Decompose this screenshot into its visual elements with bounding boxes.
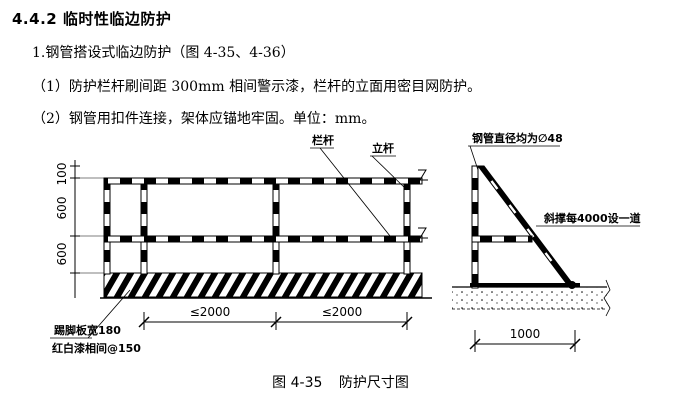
guardrail-figure: 100 600 600 ≤2000 ≤2000 栏杆 立杆 踢脚板宽180 红白… — [50, 131, 641, 355]
label-brace: 斜撑每4000设一道 — [543, 211, 641, 225]
brace — [478, 166, 575, 287]
label-toe-board-paint: 红白漆相间@150 — [52, 341, 141, 355]
label-toe-board-width: 踢脚板宽180 — [54, 323, 121, 337]
label-rail: 栏杆 — [312, 133, 334, 147]
dim-mid: 600 — [55, 197, 69, 220]
toe-board-leader — [87, 289, 131, 339]
mid-rail — [103, 235, 423, 243]
post — [140, 177, 148, 275]
elevation-view: 100 600 600 ≤2000 ≤2000 栏杆 立杆 踢脚板宽180 红白… — [50, 133, 432, 355]
dim-span-2: ≤2000 — [322, 305, 363, 319]
rail-leader — [319, 147, 391, 237]
paragraph-item-2: （2）钢管用扣件连接，架体应锚地牢固。单位：mm。 — [32, 111, 376, 127]
section-heading: 4.4.2 临时性临边防护 — [12, 10, 172, 28]
post-leader — [371, 155, 408, 191]
side-view: 钢管直径均为∅48 斜撑每4000设一道 1000 — [452, 131, 641, 352]
label-pipe-diameter: 钢管直径均为∅48 — [472, 131, 563, 145]
post — [103, 177, 111, 275]
break-symbol — [418, 169, 428, 239]
side-rail — [471, 235, 533, 243]
label-post: 立杆 — [372, 141, 394, 155]
dim-base: 1000 — [510, 327, 541, 341]
caption-title: 防护尺寸图 — [338, 375, 409, 391]
post — [403, 177, 411, 275]
top-rail — [103, 177, 423, 185]
dim-span-1: ≤2000 — [190, 305, 231, 319]
paragraph-intro: 1.钢管搭设式临边防护（图 4-35、4-36） — [32, 45, 295, 61]
side-post — [471, 165, 479, 289]
caption-number: 图 4-35 — [272, 375, 323, 391]
dim-low: 600 — [55, 243, 69, 266]
base-plate — [470, 283, 580, 287]
paragraph-item-1: （1）防护栏杆刷间距 300mm 相间警示漆，栏杆的立面用密目网防护。 — [32, 79, 482, 95]
figure-caption: 图 4-35 防护尺寸图 — [0, 372, 681, 392]
concrete-slab — [452, 287, 607, 309]
toe-board — [103, 272, 423, 298]
post — [272, 177, 280, 275]
pipe-leader — [469, 145, 479, 171]
dim-top: 100 — [55, 163, 69, 186]
